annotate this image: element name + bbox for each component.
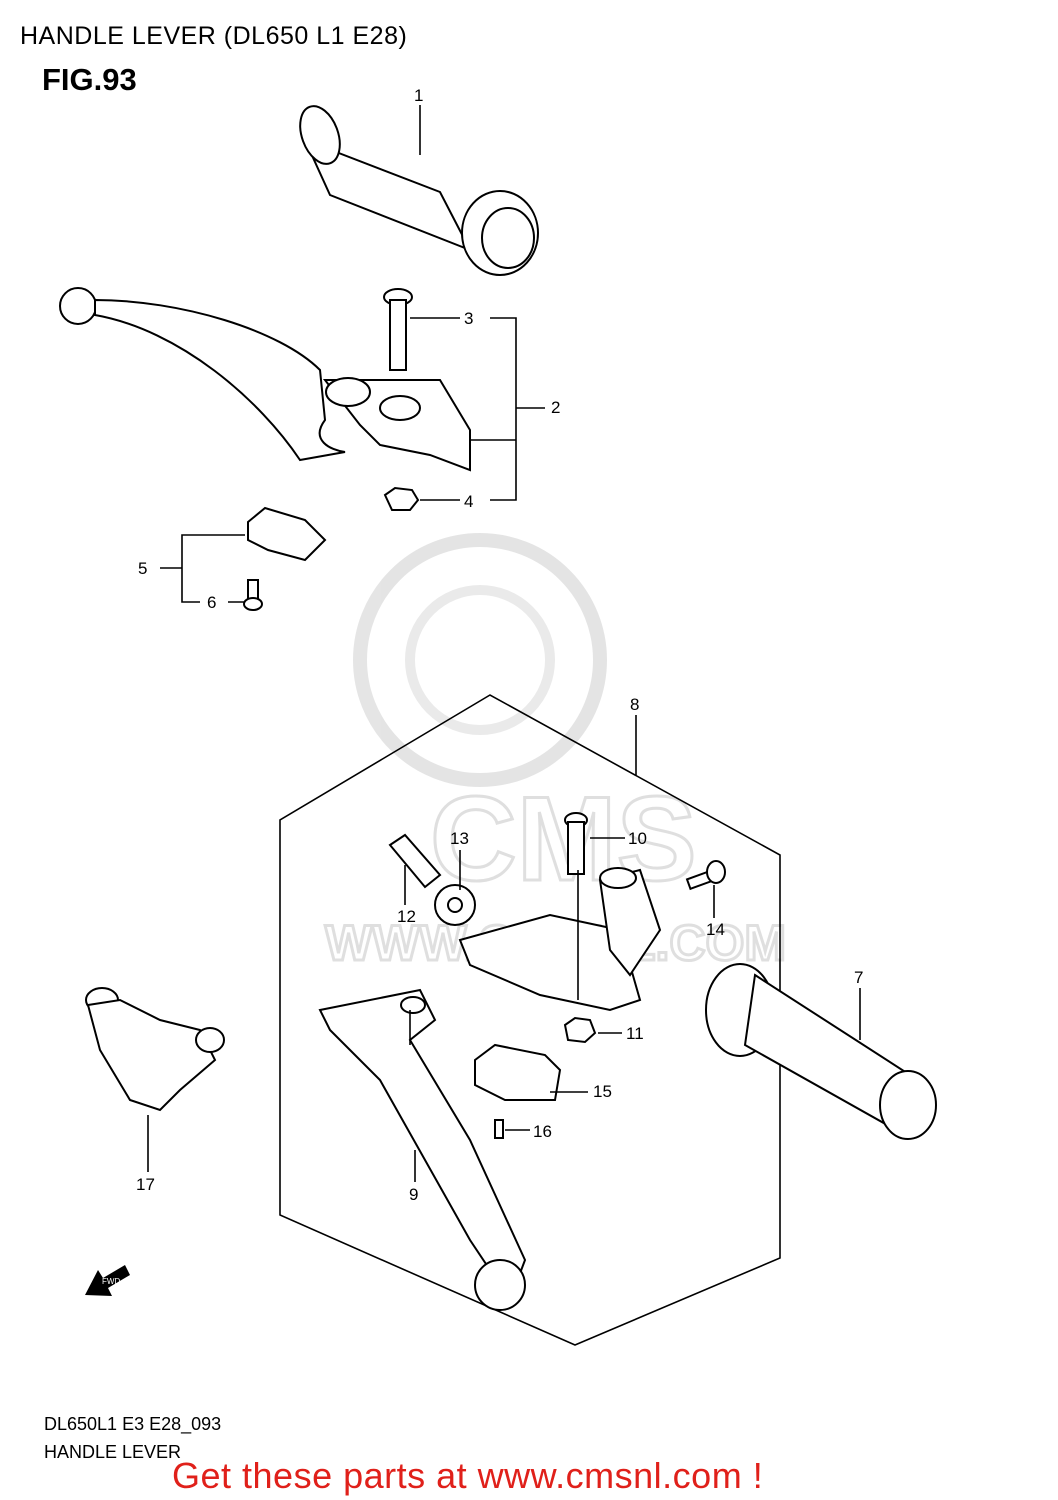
pivot-bolt-lower xyxy=(564,812,588,875)
callout-2: 2 xyxy=(551,398,560,417)
callout-1: 1 xyxy=(414,86,423,105)
brake-switch xyxy=(247,506,327,562)
callout-4: 4 xyxy=(464,492,473,511)
callout-14: 14 xyxy=(706,920,725,939)
clutch-lever-holder xyxy=(458,867,662,1012)
switch-screw-lower xyxy=(494,1119,504,1139)
switch-screw xyxy=(243,579,263,611)
callouts: 1 2 3 4 5 6 7 8 9 10 11 12 13 14 15 16 1… xyxy=(136,86,863,1204)
fwd-arrow-label: FWD xyxy=(102,1277,120,1286)
callout-9: 9 xyxy=(409,1185,418,1204)
page-title: HANDLE LEVER (DL650 L1 E28) xyxy=(20,22,408,50)
nut-lower xyxy=(563,1016,597,1044)
grip-upper xyxy=(299,105,539,276)
callout-6: 6 xyxy=(207,593,216,612)
adjuster-washer xyxy=(434,884,476,926)
callout-10: 10 xyxy=(628,829,647,848)
promo-link[interactable]: Get these parts at www.cmsnl.com ! xyxy=(172,1455,764,1496)
fwd-arrow: FWD xyxy=(85,1265,130,1296)
callout-12: 12 xyxy=(397,907,416,926)
callout-7: 7 xyxy=(854,968,863,987)
callout-5: 5 xyxy=(138,559,147,578)
clutch-lever xyxy=(318,988,527,1311)
assembly-outline xyxy=(279,694,781,1346)
callout-15: 15 xyxy=(593,1082,612,1101)
grip-lower xyxy=(705,963,937,1140)
watermark-logo: CMS xyxy=(430,772,697,906)
holder-screw xyxy=(685,860,726,891)
diagram-name: HANDLE LEVER xyxy=(44,1442,182,1462)
figure-number: FIG.93 xyxy=(42,62,137,97)
diagram-code: DL650L1 E3 E28_093 xyxy=(44,1414,222,1434)
callout-17: 17 xyxy=(136,1175,155,1194)
pivot-bolt-upper xyxy=(383,288,413,371)
cms-watermark: CMS WWW.CMSNL.COM xyxy=(324,533,788,973)
clutch-switch xyxy=(474,1043,562,1101)
callout-16: 16 xyxy=(533,1122,552,1141)
callout-13: 13 xyxy=(450,829,469,848)
throttle-housing xyxy=(85,987,225,1112)
leader-lines xyxy=(147,105,861,1182)
brake-lever-upper xyxy=(59,287,471,472)
callout-11: 11 xyxy=(626,1024,644,1043)
callout-3: 3 xyxy=(464,309,473,328)
callout-8: 8 xyxy=(630,695,639,714)
nut-upper xyxy=(383,486,420,511)
cable-adjuster xyxy=(388,833,442,889)
